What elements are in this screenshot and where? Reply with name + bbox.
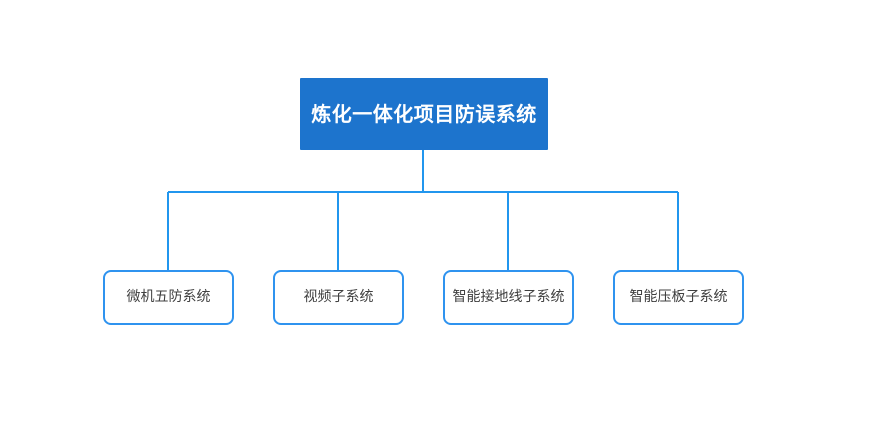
child-node-label: 智能接地线子系统 bbox=[452, 288, 565, 305]
child-node-smart-grounding-wire-subsystem[interactable]: 智能接地线子系统 bbox=[443, 270, 574, 325]
child-node-smart-pressure-plate-subsystem[interactable]: 智能压板子系统 bbox=[613, 270, 744, 325]
child-node-weiji-wufang-system[interactable]: 微机五防系统 bbox=[103, 270, 234, 325]
child-node-label: 微机五防系统 bbox=[126, 288, 211, 305]
child-node-label: 智能压板子系统 bbox=[629, 288, 728, 305]
child-node-video-subsystem[interactable]: 视频子系统 bbox=[273, 270, 404, 325]
root-node-label: 炼化一体化项目防误系统 bbox=[311, 102, 537, 126]
child-node-label: 视频子系统 bbox=[303, 288, 374, 305]
root-node-refining-anti-misoperation-system[interactable]: 炼化一体化项目防误系统 bbox=[300, 78, 548, 150]
